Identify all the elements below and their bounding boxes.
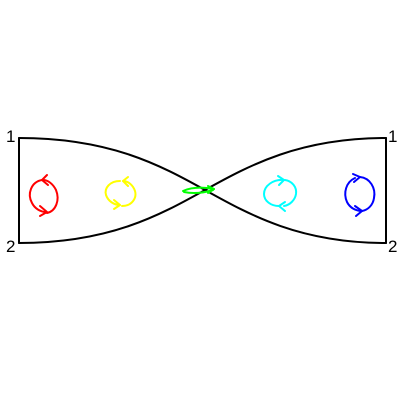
- label-top-right: 1: [388, 127, 397, 146]
- red-rotation-icon: [28, 174, 59, 217]
- yellow-rotation-icon: [104, 176, 137, 210]
- lower-left-to-upper-right-edge: [18, 137, 387, 244]
- blue-rotation-icon: [344, 173, 376, 217]
- cyan-rotation-icon: [263, 175, 298, 212]
- label-bottom-left: 2: [6, 237, 15, 256]
- label-top-left: 1: [6, 127, 15, 146]
- band-outline: [18, 137, 387, 244]
- green-marker-icon: [182, 185, 215, 195]
- label-bottom-right: 2: [388, 237, 397, 256]
